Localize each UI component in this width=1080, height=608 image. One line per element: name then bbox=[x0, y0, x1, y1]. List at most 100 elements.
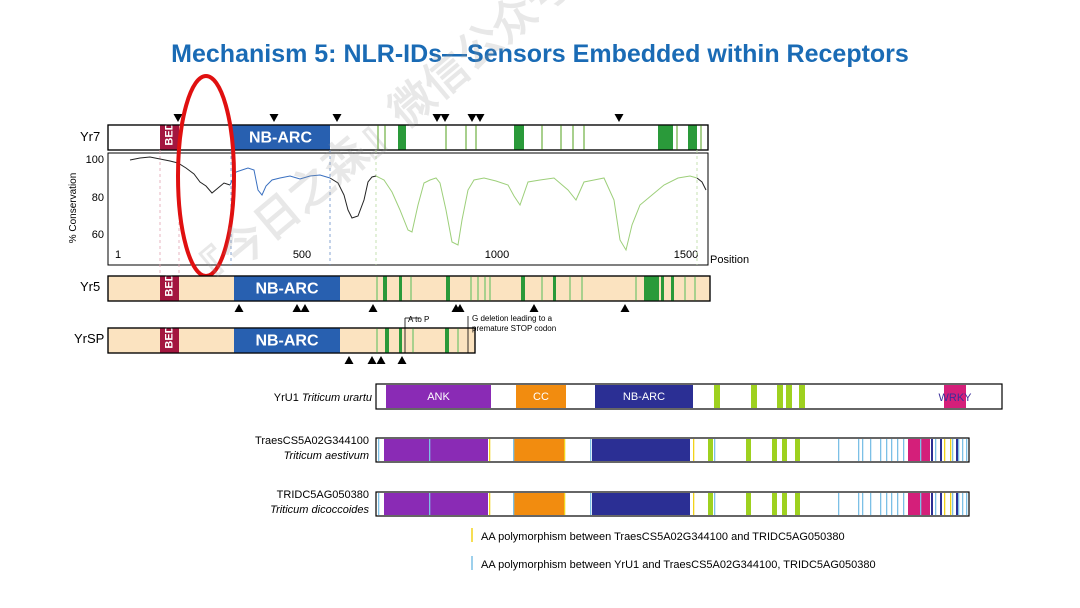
yr5-polymorphism-triangle bbox=[292, 304, 302, 312]
yru1-cc-label: CC bbox=[533, 391, 549, 403]
yru1-ank-domain bbox=[386, 385, 491, 408]
yr5-lrr-band bbox=[484, 276, 486, 301]
traes-yellow-tick bbox=[950, 439, 952, 461]
yr5-lrr-band bbox=[635, 276, 637, 301]
tridc-blue-tick bbox=[903, 493, 905, 515]
yr5-lrr-band bbox=[553, 276, 556, 301]
traes-lrr-band bbox=[795, 439, 800, 461]
traes-species: Triticum aestivum bbox=[284, 450, 369, 462]
yrsp-lrr-band bbox=[399, 328, 402, 353]
yrsp-polymorphism-triangle bbox=[367, 356, 377, 364]
yr5-bed-domain bbox=[160, 276, 179, 301]
yru1-lrr-band bbox=[751, 385, 757, 408]
traes-ank-domain bbox=[384, 439, 488, 461]
yr5-markers bbox=[234, 304, 630, 312]
yru1-lrr-bands bbox=[714, 385, 805, 408]
tridc-blue-tick bbox=[958, 493, 960, 515]
yr5-lrr-band bbox=[376, 276, 378, 301]
yrsp-bar: BED NB-ARC bbox=[107, 325, 476, 354]
yr5-lrr-band bbox=[489, 276, 491, 301]
yr5-lrr-band bbox=[569, 276, 571, 301]
tridc-blue-tick bbox=[886, 493, 888, 515]
yr7-polymorphism-triangle bbox=[332, 114, 342, 122]
xtick-1000: 1000 bbox=[485, 249, 509, 261]
tridc-blue-tick bbox=[935, 493, 937, 515]
yr7-nbarc-label: NB-ARC bbox=[249, 130, 313, 147]
yr5-lrr-band bbox=[581, 276, 583, 301]
traes-yellow-tick bbox=[944, 439, 946, 461]
traes-blue-tick bbox=[870, 439, 872, 461]
tridc-blue-tick bbox=[920, 493, 922, 515]
traes-blue-tick bbox=[862, 439, 864, 461]
xtick-1: 1 bbox=[115, 249, 121, 261]
tridc-blue-tick bbox=[590, 493, 592, 515]
yrsp-note-ap: A to P bbox=[408, 315, 429, 324]
tridc-blue-tick bbox=[962, 493, 964, 515]
tridc-name: TRIDC5AG050380 bbox=[277, 489, 369, 501]
tridc-blue-tick bbox=[838, 493, 840, 515]
tridc-yellow-tick bbox=[950, 493, 952, 515]
yr7-lrr-band bbox=[560, 125, 562, 150]
conservation-plot: % Conservation 100 80 60 1 500 1000 1500… bbox=[68, 150, 749, 280]
yru1-species: Triticum urartu bbox=[302, 392, 372, 404]
tridc-ank-domain bbox=[384, 493, 488, 515]
tridc-blue-tick bbox=[429, 493, 431, 515]
yr7-polymorphism-triangle bbox=[173, 114, 183, 122]
tridc-blue-tick bbox=[513, 493, 515, 515]
yr5-polymorphism-triangle bbox=[300, 304, 310, 312]
traes-blue-tick bbox=[886, 439, 888, 461]
yr5-lrr-band bbox=[477, 276, 479, 301]
traes-blue-tick bbox=[897, 439, 899, 461]
tridc-wrky-domain bbox=[908, 493, 930, 515]
traes-polymorphism-marks bbox=[378, 439, 968, 461]
tridc-lrr-band bbox=[795, 493, 800, 515]
yrsp-lrr-bands bbox=[376, 328, 459, 353]
yr5-lrr-band bbox=[661, 276, 664, 301]
ytick-80: 80 bbox=[92, 192, 104, 204]
tridc-blue-tick bbox=[891, 493, 893, 515]
tridc-nbarc-domain bbox=[592, 493, 690, 515]
yr7-lrr-band bbox=[398, 125, 406, 150]
yr5-polymorphism-triangle bbox=[455, 304, 465, 312]
yr7-lrr-band bbox=[688, 125, 697, 150]
yr5-lrr-band bbox=[694, 276, 696, 301]
traes-lrr-band bbox=[782, 439, 787, 461]
traes-dark-tick bbox=[956, 439, 958, 461]
yr5-nbarc-domain bbox=[234, 276, 340, 301]
yru1-lrr-band bbox=[714, 385, 720, 408]
yr5-lrr-band bbox=[446, 276, 450, 301]
tridc-lrr-band bbox=[746, 493, 751, 515]
traes-blue-tick bbox=[590, 439, 592, 461]
yr7-polymorphism-triangle bbox=[614, 114, 624, 122]
xtick-1500: 1500 bbox=[674, 249, 698, 261]
traes-blue-tick bbox=[429, 439, 431, 461]
yrsp-lrr-band bbox=[412, 328, 414, 353]
yru1-lrr-band bbox=[786, 385, 792, 408]
traes-blue-tick bbox=[920, 439, 922, 461]
tridc-yellow-tick bbox=[693, 493, 695, 515]
yr7-polymorphism-triangle bbox=[269, 114, 279, 122]
tridc-dark-tick bbox=[940, 493, 942, 515]
traes-cc-domain bbox=[514, 439, 564, 461]
tridc-cc-domain bbox=[514, 493, 564, 515]
yr7-lrr-bands bbox=[377, 125, 702, 150]
tridc-lrr-band bbox=[772, 493, 777, 515]
yr5-lrr-band bbox=[521, 276, 525, 301]
tridc-blue-tick bbox=[870, 493, 872, 515]
traes-blue-tick bbox=[935, 439, 937, 461]
yrsp-polymorphism-triangle bbox=[344, 356, 354, 364]
yr7-lrr-band bbox=[465, 125, 467, 150]
yr5-lrr-band bbox=[383, 276, 387, 301]
yru1-wrky-label: WRKY bbox=[939, 392, 973, 404]
traes-bar bbox=[375, 437, 970, 463]
tridc-lrr-band bbox=[708, 493, 713, 515]
tridc-dark-tick bbox=[931, 493, 933, 515]
traes-dark-tick bbox=[931, 439, 933, 461]
yrsp-lrr-band bbox=[457, 328, 459, 353]
yr7-lrr-band bbox=[583, 125, 585, 150]
yr5-lrr-band bbox=[541, 276, 543, 301]
traes-lrr-band bbox=[708, 439, 713, 461]
yr5-nbarc-label: NB-ARC bbox=[255, 281, 319, 298]
tridc-yellow-tick bbox=[944, 493, 946, 515]
traes-blue-tick bbox=[838, 439, 840, 461]
